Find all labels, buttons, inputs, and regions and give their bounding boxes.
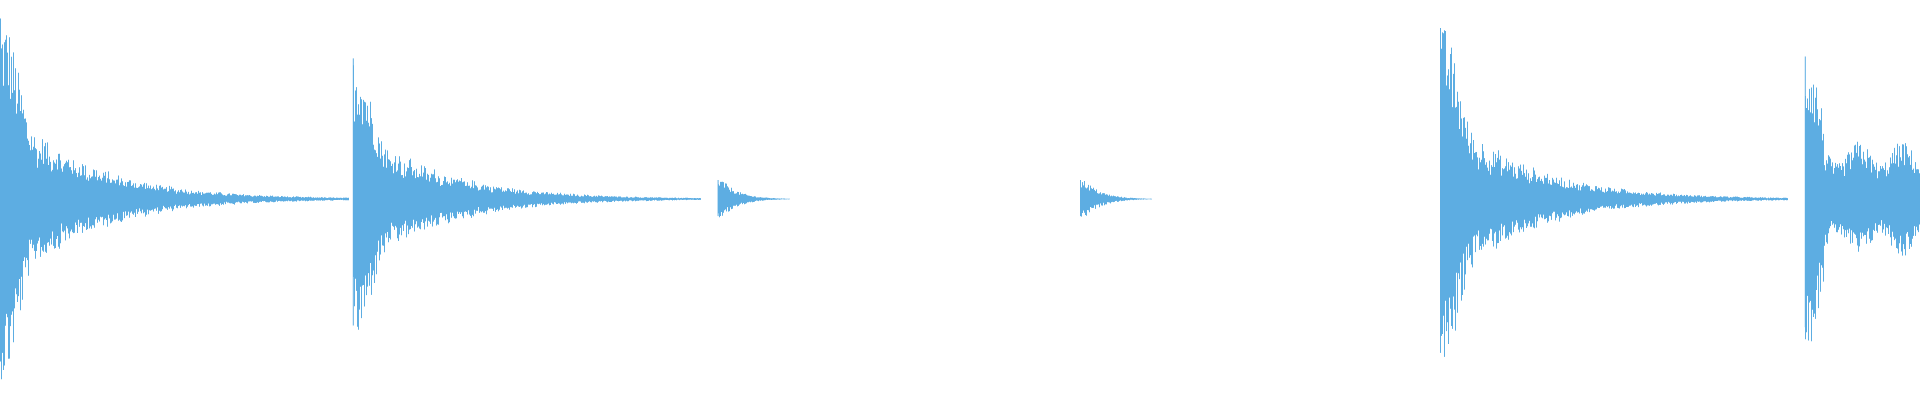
waveform-samples <box>0 18 1920 380</box>
waveform-trace <box>0 30 1920 380</box>
